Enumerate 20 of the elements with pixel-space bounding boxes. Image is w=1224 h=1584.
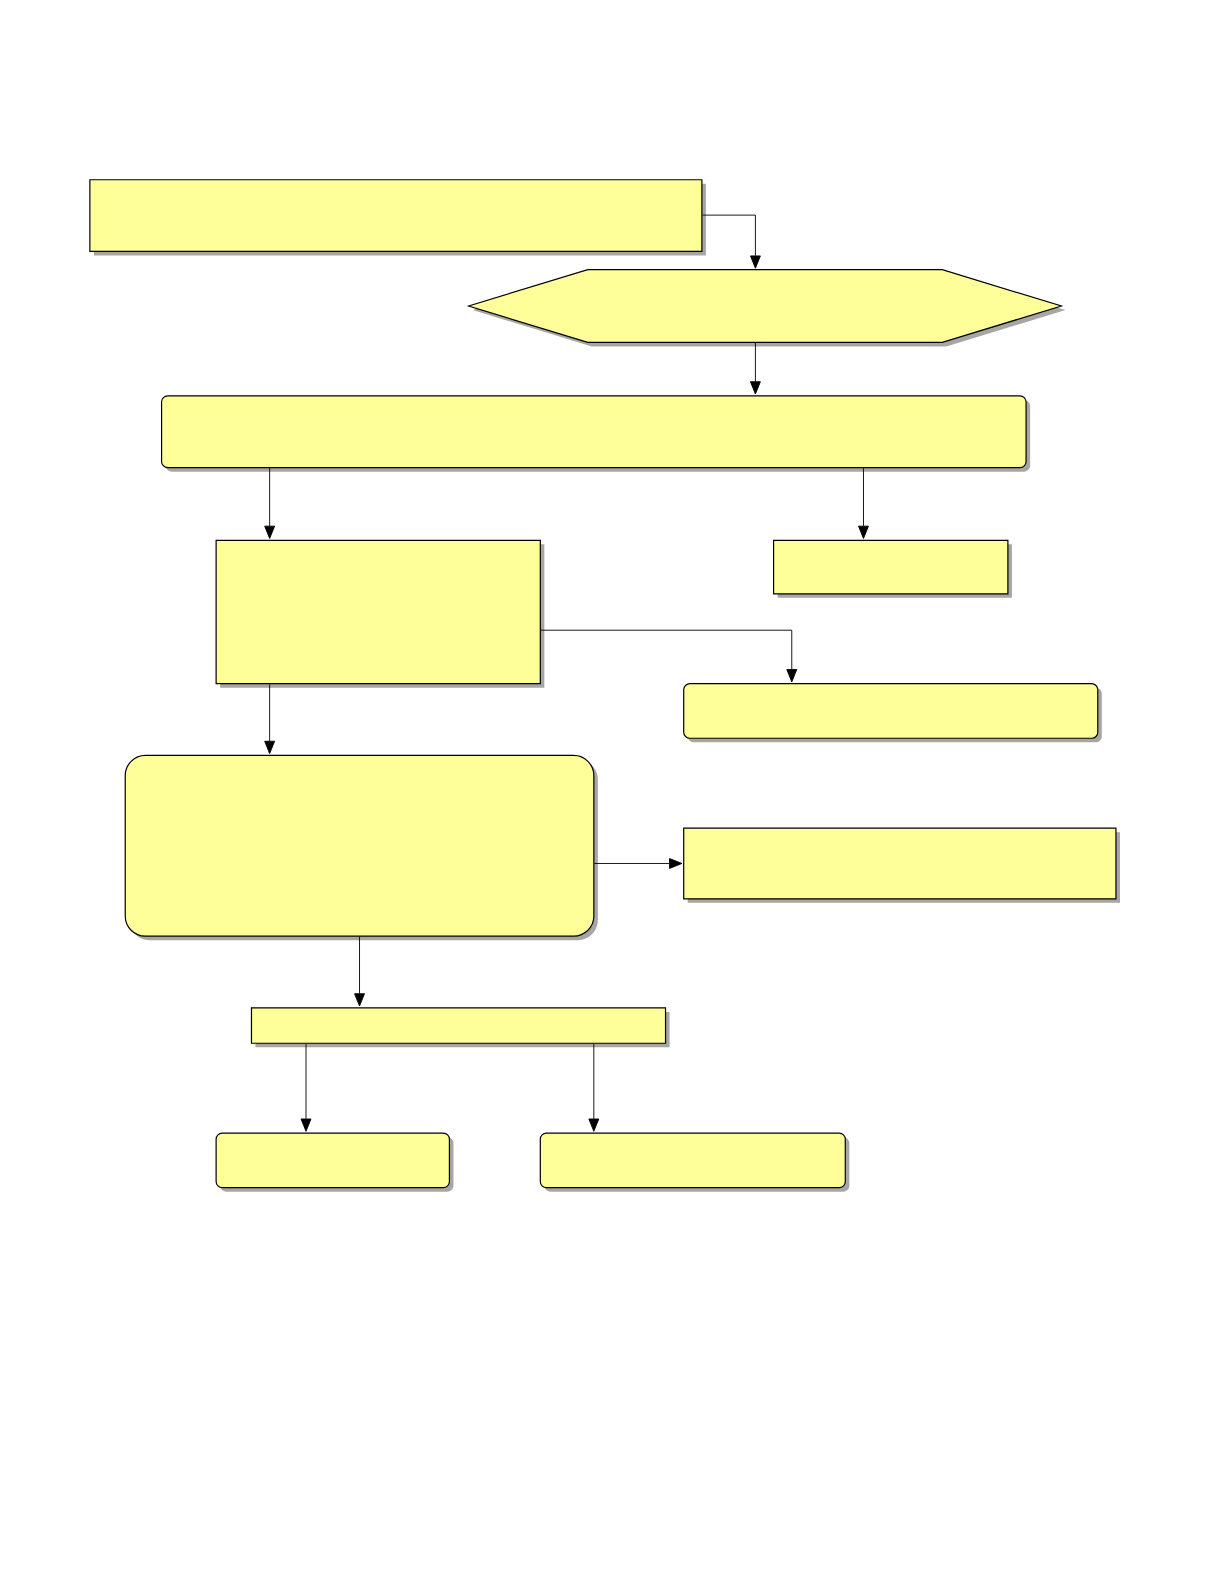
arrow [593, 858, 683, 869]
arrow [264, 467, 276, 539]
rounded-box [683, 683, 1102, 743]
arrow [588, 1043, 600, 1132]
arrow [540, 629, 798, 683]
arrow [300, 1043, 312, 1132]
arrow [354, 936, 365, 1007]
rounded-box [215, 1132, 454, 1192]
process-box [773, 539, 1012, 598]
process-box [89, 179, 706, 256]
rounded-box [539, 1132, 850, 1192]
process-box [215, 539, 545, 688]
rounded-box [161, 395, 1031, 472]
arrow [702, 214, 761, 269]
rounded-box [124, 754, 598, 941]
process-box [683, 827, 1120, 903]
arrow [750, 342, 761, 395]
arrow [264, 683, 276, 755]
process-box [250, 1007, 670, 1048]
arrow [858, 467, 869, 539]
